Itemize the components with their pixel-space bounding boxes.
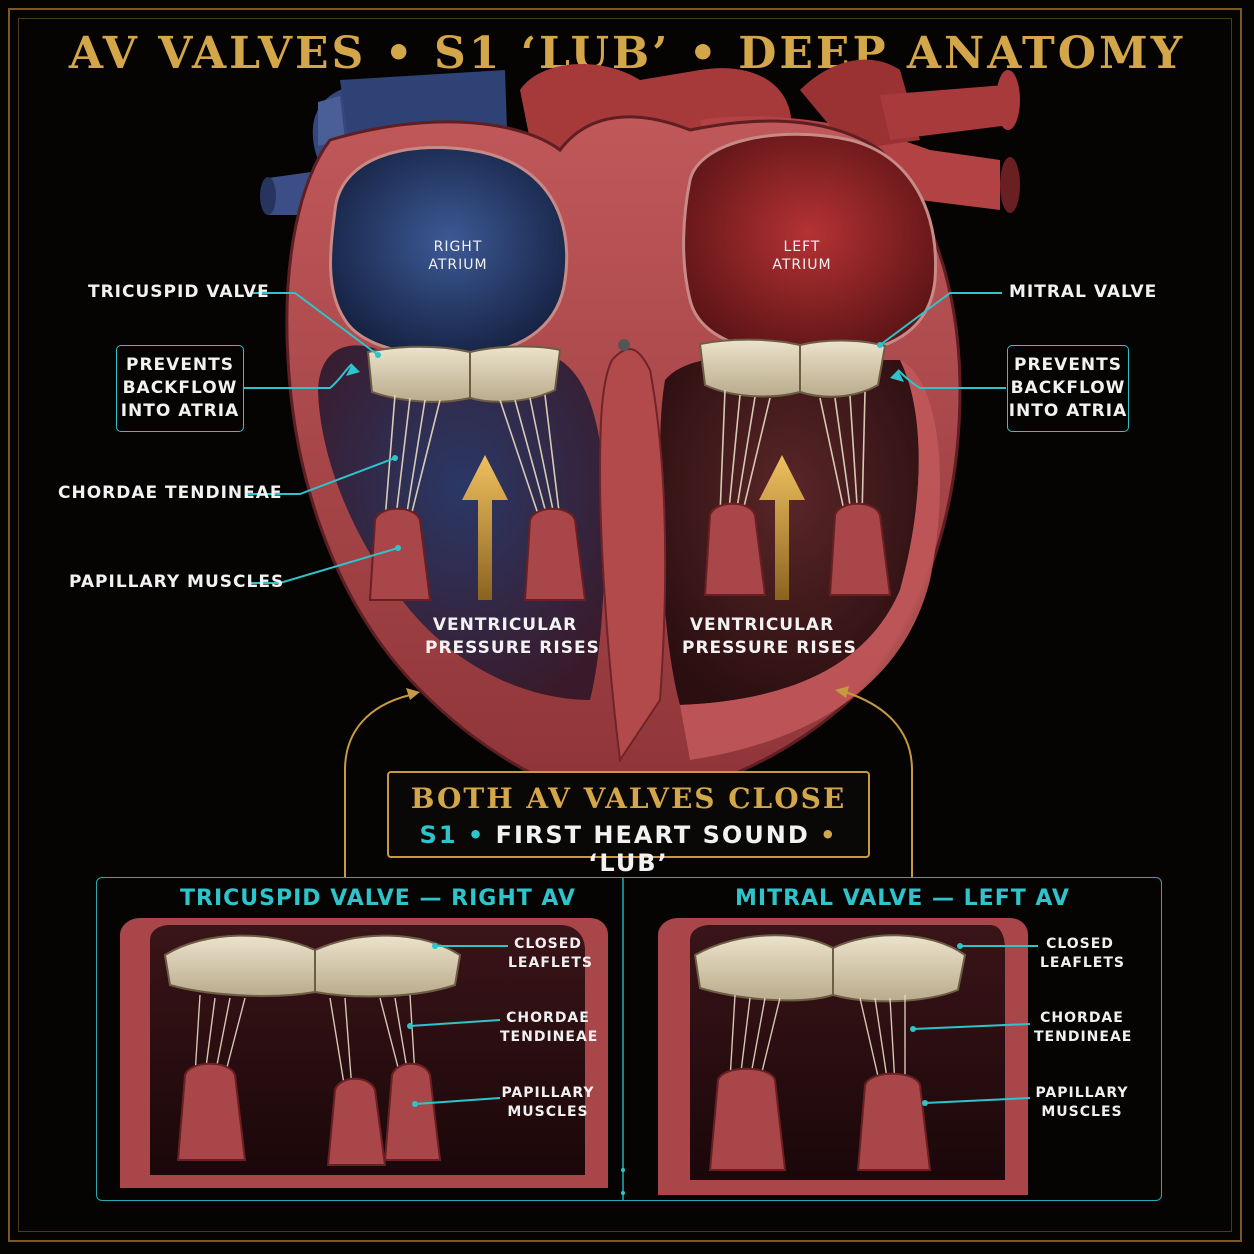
summary-subline: S1 • FIRST HEART SOUND • ‘LUB’ bbox=[389, 821, 868, 877]
pressure-left-line2: PRESSURE RISES bbox=[682, 638, 857, 658]
interventricular-septum bbox=[598, 348, 667, 763]
backflow-left-line3: INTO ATRIA bbox=[120, 401, 240, 421]
tricuspid-papillary-label: PAPILLARY MUSCLES bbox=[500, 1084, 596, 1122]
chordae-tendineae-label: CHORDAE TENDINEAE bbox=[58, 483, 283, 503]
mitral-chordae-label: CHORDAE TENDINEAE bbox=[1034, 1009, 1133, 1047]
mitral-papillary-label: PAPILLARY MUSCLES bbox=[1034, 1084, 1130, 1122]
t-chordae-line2: TENDINEAE bbox=[500, 1029, 599, 1045]
backflow-left-line1: PREVENTS bbox=[126, 355, 234, 375]
m-papillary-line2: MUSCLES bbox=[1041, 1104, 1123, 1120]
mitral-leaflets bbox=[698, 338, 887, 398]
backflow-right-line3: INTO ATRIA bbox=[1008, 401, 1128, 421]
left-atrium-label-line2: ATRIUM bbox=[772, 257, 832, 273]
m-chordae-line2: TENDINEAE bbox=[1034, 1029, 1133, 1045]
pressure-left-line1: VENTRICULAR bbox=[689, 615, 835, 635]
summary-heading: BOTH AV VALVES CLOSE bbox=[410, 782, 847, 815]
backflow-right-line2: BACKFLOW bbox=[1010, 378, 1126, 398]
detail-panel bbox=[96, 877, 1162, 1201]
tricuspid-leaflets bbox=[366, 345, 562, 403]
t-closed-line2: LEAFLETS bbox=[508, 955, 593, 971]
left-atrium-label-line1: LEFT bbox=[783, 239, 821, 255]
tricuspid-panel-title: TRICUSPID VALVE — RIGHT AV bbox=[180, 886, 576, 911]
t-papillary-line1: PAPILLARY bbox=[501, 1085, 595, 1101]
tricuspid-inset bbox=[120, 918, 608, 1188]
page-title: AV VALVES • S1 ‘LUB’ • DEEP ANATOMY bbox=[68, 28, 1186, 79]
left-atrium-cavity bbox=[682, 132, 938, 357]
right-atrium-label: RIGHT ATRIUM bbox=[418, 238, 498, 274]
first-heart-sound-label: FIRST HEART SOUND bbox=[495, 821, 810, 849]
gold-connector-lines bbox=[344, 691, 913, 877]
summary-box: BOTH AV VALVES CLOSE S1 • FIRST HEART SO… bbox=[387, 771, 870, 877]
separator-2: • bbox=[809, 821, 838, 849]
ventricular-pressure-label-right: VENTRICULAR PRESSURE RISES bbox=[425, 614, 600, 660]
pressure-right-line1: VENTRICULAR bbox=[432, 615, 578, 635]
left-atrium-label: LEFT ATRIUM bbox=[762, 238, 842, 274]
m-chordae-line1: CHORDAE bbox=[1040, 1010, 1124, 1026]
t-papillary-line2: MUSCLES bbox=[507, 1104, 589, 1120]
outer-frame bbox=[8, 8, 1242, 1242]
prevents-backflow-box-left: PREVENTS BACKFLOW INTO ATRIA bbox=[116, 345, 244, 432]
t-closed-line1: CLOSED bbox=[514, 936, 582, 952]
tricuspid-valve-label: TRICUSPID VALVE bbox=[88, 282, 270, 302]
lub-label: ‘LUB’ bbox=[588, 849, 669, 877]
inner-frame bbox=[18, 18, 1232, 1232]
right-atrium-label-line2: ATRIUM bbox=[428, 257, 488, 273]
separator-1: • bbox=[457, 821, 496, 849]
left-ventricle-cavity bbox=[660, 356, 919, 705]
label-leader-lines bbox=[244, 292, 1006, 584]
mitral-inset bbox=[658, 918, 1028, 1195]
right-atrium-label-line1: RIGHT bbox=[433, 239, 483, 255]
right-atrium-cavity bbox=[329, 146, 569, 358]
chordae-main bbox=[384, 389, 866, 526]
tricuspid-chordae-label: CHORDAE TENDINEAE bbox=[500, 1009, 599, 1047]
pressure-right-line2: PRESSURE RISES bbox=[425, 638, 600, 658]
prevents-backflow-box-right: PREVENTS BACKFLOW INTO ATRIA bbox=[1007, 345, 1129, 432]
ventricular-pressure-label-left: VENTRICULAR PRESSURE RISES bbox=[682, 614, 857, 660]
pressure-arrow-right-icon bbox=[462, 455, 508, 600]
mitral-valve-label: MITRAL VALVE bbox=[1009, 282, 1158, 302]
t-chordae-line1: CHORDAE bbox=[506, 1010, 590, 1026]
mitral-panel-title: MITRAL VALVE — LEFT AV bbox=[735, 886, 1070, 911]
right-ventricle-cavity bbox=[318, 345, 605, 700]
tricuspid-closed-leaflets-label: CLOSED LEAFLETS bbox=[508, 935, 593, 973]
backflow-right-line1: PREVENTS bbox=[1014, 355, 1122, 375]
papillary-muscles-main bbox=[368, 502, 892, 601]
m-closed-line1: CLOSED bbox=[1046, 936, 1114, 952]
backflow-left-line2: BACKFLOW bbox=[122, 378, 238, 398]
m-closed-line2: LEAFLETS bbox=[1040, 955, 1125, 971]
mitral-closed-leaflets-label: CLOSED LEAFLETS bbox=[1040, 935, 1125, 973]
s1-label: S1 bbox=[419, 821, 458, 849]
papillary-muscles-label: PAPILLARY MUSCLES bbox=[69, 572, 285, 592]
m-papillary-line1: PAPILLARY bbox=[1035, 1085, 1129, 1101]
pressure-arrow-left-icon bbox=[759, 455, 805, 600]
